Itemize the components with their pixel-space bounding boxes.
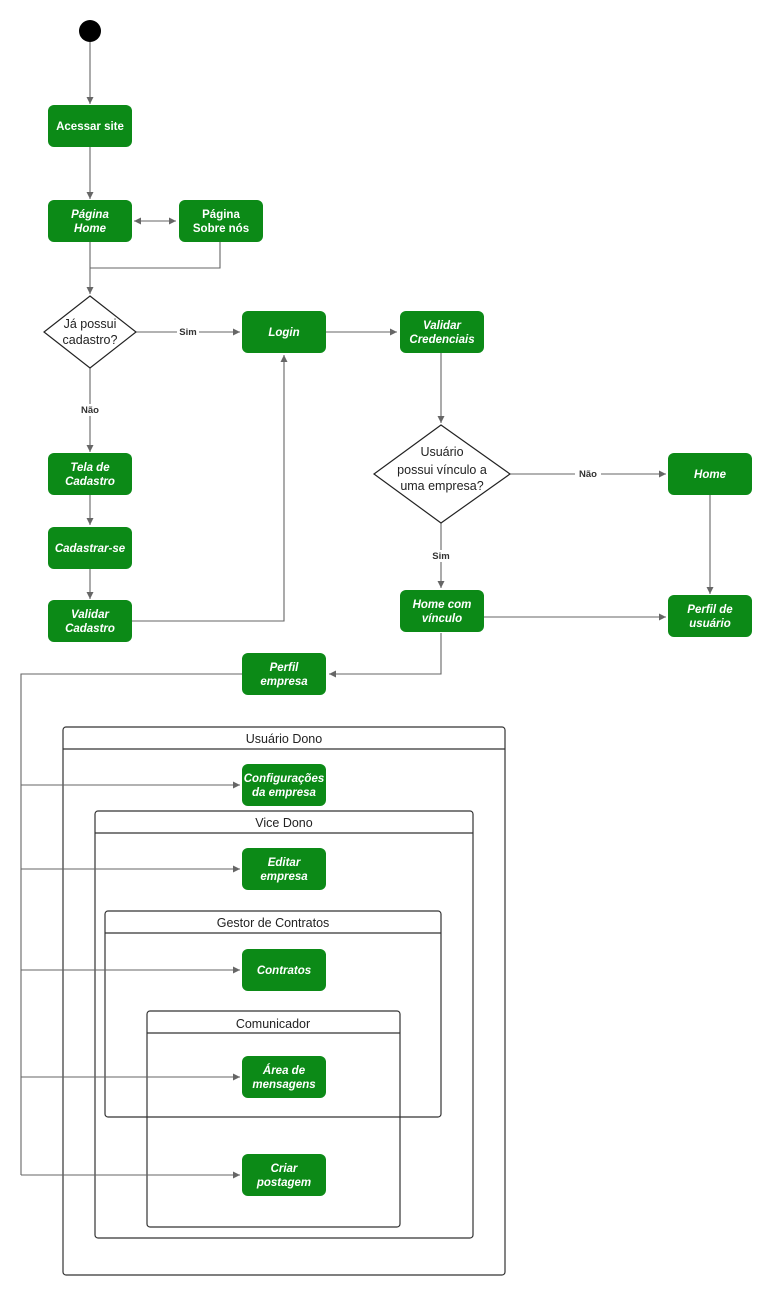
swimlane-comunicador: Comunicador: [146, 1010, 401, 1228]
action-node-box: [48, 453, 132, 495]
action-node-label: Home: [74, 223, 107, 235]
action-node-label: empresa: [260, 676, 308, 688]
decision-line: Já possui: [64, 317, 117, 331]
action-node-label: Login: [268, 327, 299, 339]
edge-labels: Sim Não Não Sim: [77, 326, 601, 562]
action-node-label: Criar: [271, 1163, 298, 1175]
action-node-box: [242, 848, 326, 890]
action-node-label: Perfil: [270, 662, 300, 674]
action-node-box: [242, 1056, 326, 1098]
action-node-label: Home com: [413, 599, 472, 611]
action-node-label: Configurações: [244, 773, 325, 785]
action-node-box: [668, 453, 752, 495]
swimlane-usuario-dono: Usuário Dono: [62, 726, 506, 1276]
action-node-label: Cadastro: [65, 476, 115, 488]
action-node-editar-empresa: Editar empresa: [242, 848, 326, 890]
decision-line: possui vínculo a: [397, 463, 487, 477]
action-node-label: Validar: [423, 320, 461, 332]
swimlane-gestor-contratos: Gestor de Contratos: [104, 910, 442, 1118]
action-node-label: da empresa: [252, 787, 317, 799]
edge-homevinculo-perfilempresa: [329, 633, 442, 678]
decision-possui-vinculo: Usuário possui vínculo a uma empresa?: [372, 424, 512, 524]
action-node-label: Editar: [268, 857, 301, 869]
action-node-box: [668, 595, 752, 637]
action-node-box: [400, 590, 484, 632]
decision-line: uma empresa?: [400, 479, 483, 493]
swimlane-title-comunicador: Comunicador: [236, 1017, 310, 1031]
action-node-label: empresa: [260, 871, 308, 883]
action-node-box: [242, 1154, 326, 1196]
action-node-label: Cadastro: [65, 623, 115, 635]
swimlane-title-gestor: Gestor de Contratos: [217, 916, 330, 930]
action-node-perfil-usuario: Perfil de usuário: [668, 595, 752, 637]
action-node-label: Cadastrar-se: [55, 543, 126, 555]
edge-label-sim: Sim: [179, 327, 196, 338]
action-node-login: Login: [242, 311, 326, 353]
action-node-label: Tela de: [70, 462, 110, 474]
action-node-label: vínculo: [422, 613, 462, 625]
edge-perfilempresa-trunk: [20, 673, 242, 1175]
action-node-label: Página: [71, 209, 109, 221]
action-node-label: usuário: [689, 618, 731, 630]
action-node-label: Validar: [71, 609, 109, 621]
action-node-area-mensagens: Área de mensagens: [242, 1056, 326, 1098]
action-node-box: [48, 527, 132, 569]
action-node-label: Perfil de: [687, 604, 733, 616]
action-node-box: [48, 105, 132, 147]
action-node-box: [242, 949, 326, 991]
action-node-label: Credenciais: [409, 334, 474, 346]
action-node-label: Área de: [262, 1064, 306, 1077]
edge-sobre-merge: [90, 242, 221, 269]
action-node-box: [179, 200, 263, 242]
edge-label-sim: Sim: [432, 551, 449, 562]
action-node-label: Contratos: [257, 965, 311, 977]
action-node-box: [242, 764, 326, 806]
action-node-cadastrar-se: Cadastrar-se: [48, 527, 132, 569]
decision-line: cadastro?: [63, 333, 118, 347]
start-node: [79, 20, 101, 42]
action-node-label: Acessar site: [56, 121, 124, 133]
action-node-box: [400, 311, 484, 353]
action-node-box: [242, 311, 326, 353]
action-node-label: mensagens: [252, 1079, 315, 1091]
swimlane-title-usuario-dono: Usuário Dono: [246, 732, 322, 746]
edge-label-nao: Não: [81, 405, 99, 416]
action-node-contratos: Contratos: [242, 949, 326, 991]
action-node-box: [48, 600, 132, 642]
decision-line: Usuário: [420, 445, 463, 459]
edge-label-nao: Não: [579, 469, 597, 480]
action-node-label: Home: [694, 469, 727, 481]
action-node-perfil-empresa: Perfil empresa: [242, 653, 326, 695]
action-node-label: Página: [202, 209, 240, 221]
edge-validar-login: [131, 355, 288, 622]
edges: [20, 42, 714, 1179]
action-node-box: [48, 200, 132, 242]
action-node-box: [242, 653, 326, 695]
action-node-tela-cadastro: Tela de Cadastro: [48, 453, 132, 495]
action-node-criar-postagem: Criar postagem: [242, 1154, 326, 1196]
swimlane-vice-dono: Vice Dono: [94, 810, 474, 1239]
action-node-label: Sobre nós: [193, 223, 249, 235]
action-node-acessar-site: Acessar site: [48, 105, 132, 147]
swimlane-title-vice-dono: Vice Dono: [255, 816, 312, 830]
action-node-home-vinculo: Home com vínculo: [400, 590, 484, 632]
action-node-home: Home: [668, 453, 752, 495]
decision-ja-possui-cadastro: Já possui cadastro?: [43, 295, 137, 369]
action-node-label: postagem: [256, 1177, 311, 1189]
action-node-config-empresa: Configurações da empresa: [242, 764, 326, 806]
